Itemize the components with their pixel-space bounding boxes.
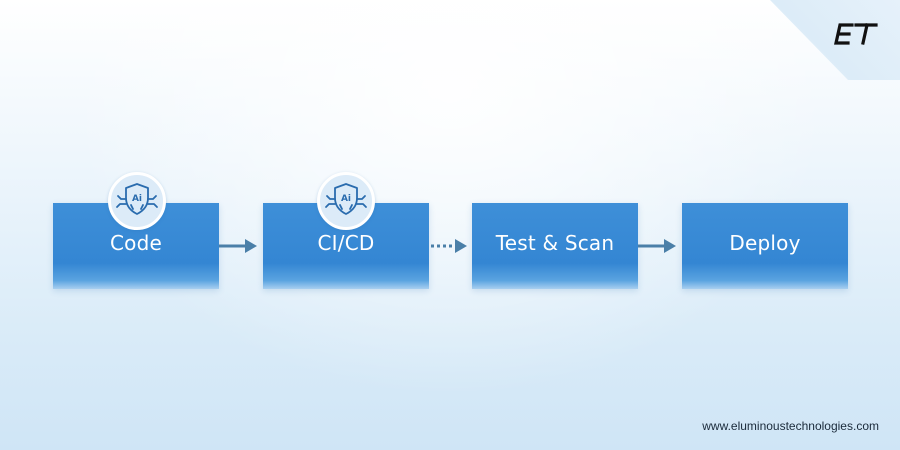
arrow-right-icon — [638, 239, 676, 253]
et-logo-icon — [834, 23, 878, 45]
step-label: Test & Scan — [495, 231, 615, 255]
step-label: Code — [109, 231, 162, 255]
step-test-scan: Test & Scan — [472, 203, 638, 289]
ai-shield-icon: Ai — [108, 172, 166, 230]
svg-text:Ai: Ai — [132, 194, 142, 204]
step-label: CI/CD — [317, 231, 375, 255]
arrow-right-icon — [219, 239, 257, 253]
svg-text:Ai: Ai — [341, 194, 351, 204]
website-url[interactable]: www.eluminoustechnologies.com — [702, 419, 879, 433]
arrow-right-icon — [431, 239, 467, 253]
ai-shield-icon: Ai — [317, 172, 375, 230]
step-deploy: Deploy — [682, 203, 848, 289]
step-label: Deploy — [729, 231, 801, 255]
